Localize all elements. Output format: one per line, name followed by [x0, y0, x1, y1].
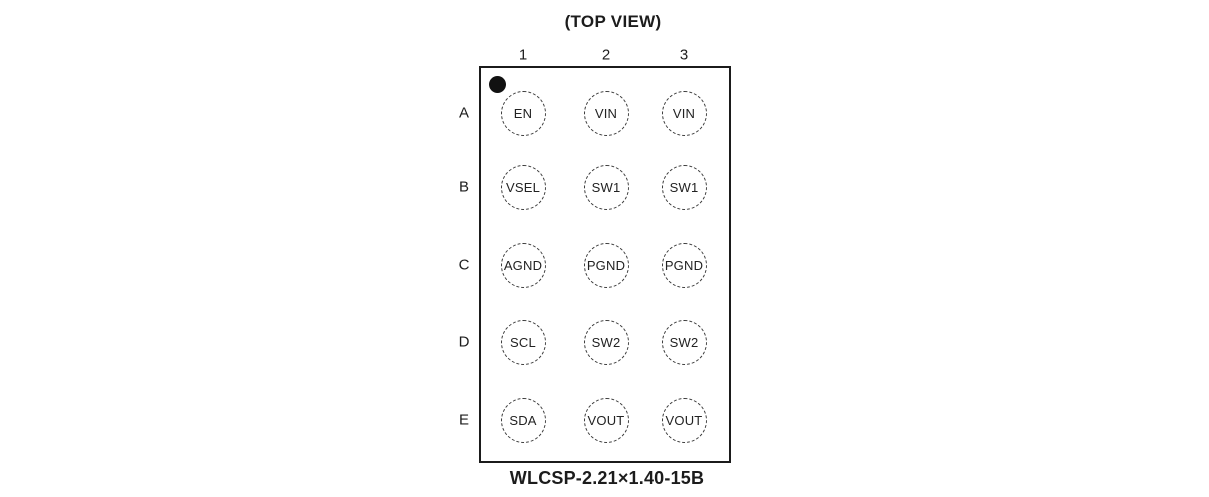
- pin-label: AGND: [503, 257, 543, 273]
- pin-label: SCL: [510, 334, 536, 350]
- row-label-C: C: [458, 256, 470, 274]
- pin-label: VOUT: [665, 412, 703, 428]
- pin-D1: SCL: [500, 319, 546, 365]
- pin-A2: VIN: [583, 90, 629, 136]
- top-view-title: (TOP VIEW): [564, 12, 662, 31]
- pin-label: SW2: [669, 334, 699, 350]
- pin-E2: VOUT: [583, 397, 629, 443]
- pin-label: SW2: [591, 334, 621, 350]
- pin-label: PGND: [664, 257, 704, 273]
- pin-label: SW1: [591, 179, 621, 195]
- pin-A3: VIN: [661, 90, 707, 136]
- pin-C2: PGND: [583, 242, 629, 288]
- pin-B3: SW1: [661, 164, 707, 210]
- pin1-indicator-dot: [489, 76, 506, 93]
- pin-B2: SW1: [583, 164, 629, 210]
- column-label-1: 1: [518, 46, 528, 64]
- pin-D3: SW2: [661, 319, 707, 365]
- package-name-caption: WLCSP-2.21×1.40-15B: [509, 468, 705, 488]
- column-label-3: 3: [679, 46, 689, 64]
- row-label-E: E: [458, 411, 470, 429]
- pin-label: VIN: [594, 105, 618, 121]
- row-label-B: B: [458, 178, 470, 196]
- pin-label: SDA: [509, 412, 537, 428]
- pin-E3: VOUT: [661, 397, 707, 443]
- pin-label: EN: [513, 105, 533, 121]
- pin-label: VOUT: [587, 412, 625, 428]
- pin-C3: PGND: [661, 242, 707, 288]
- pin-label: VSEL: [505, 179, 541, 195]
- pin-D2: SW2: [583, 319, 629, 365]
- pin-label: PGND: [586, 257, 626, 273]
- row-label-A: A: [458, 104, 470, 122]
- pin-label: SW1: [669, 179, 699, 195]
- pin-A1: EN: [500, 90, 546, 136]
- pin-B1: VSEL: [500, 164, 546, 210]
- pin-C1: AGND: [500, 242, 546, 288]
- column-label-2: 2: [601, 46, 611, 64]
- pin-label: VIN: [672, 105, 696, 121]
- row-label-D: D: [458, 333, 470, 351]
- pin-E1: SDA: [500, 397, 546, 443]
